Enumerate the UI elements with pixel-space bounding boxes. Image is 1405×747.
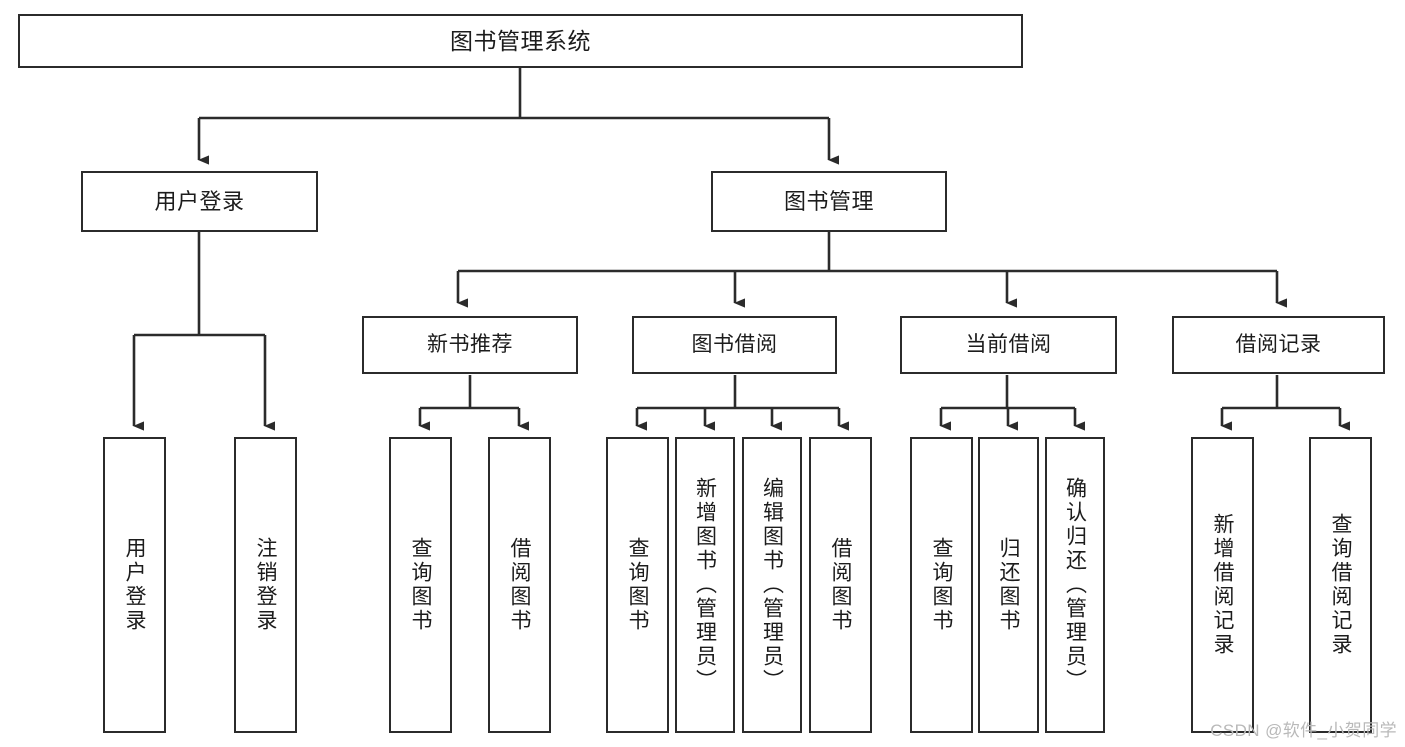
node-label: 用户登录 bbox=[123, 537, 146, 633]
leaf-query-book-recommend[interactable]: 查询图书 bbox=[389, 437, 452, 733]
node-label: 查询图书 bbox=[626, 537, 649, 633]
node-label: 查询图书 bbox=[409, 537, 432, 633]
node-user-login[interactable]: 用户登录 bbox=[81, 171, 318, 232]
node-label: 当前借阅 bbox=[965, 332, 1052, 356]
node-label: 新增借阅记录 bbox=[1211, 513, 1234, 657]
leaf-user-login[interactable]: 用户登录 bbox=[103, 437, 166, 733]
node-book-management[interactable]: 图书管理 bbox=[711, 171, 947, 232]
node-current-borrow[interactable]: 当前借阅 bbox=[900, 316, 1117, 374]
node-label: 编辑图书（管理员） bbox=[760, 477, 784, 693]
leaf-query-book-borrow[interactable]: 查询图书 bbox=[606, 437, 669, 733]
node-label: 借阅图书 bbox=[829, 537, 852, 633]
leaf-borrow-book-recommend[interactable]: 借阅图书 bbox=[488, 437, 551, 733]
leaf-return-book[interactable]: 归还图书 bbox=[978, 437, 1039, 733]
node-label: 确认归还（管理员） bbox=[1063, 477, 1087, 693]
node-book-management-system[interactable]: 图书管理系统 bbox=[18, 14, 1023, 68]
node-label: 图书借阅 bbox=[691, 332, 778, 356]
node-label: 查询图书 bbox=[930, 537, 953, 633]
node-label: 借阅图书 bbox=[508, 537, 531, 633]
node-label: 注销登录 bbox=[254, 537, 277, 633]
leaf-logout[interactable]: 注销登录 bbox=[234, 437, 297, 733]
leaf-add-borrow-record[interactable]: 新增借阅记录 bbox=[1191, 437, 1254, 733]
node-label: 用户登录 bbox=[154, 188, 245, 214]
node-label: 归还图书 bbox=[997, 537, 1020, 633]
leaf-confirm-return-admin[interactable]: 确认归还（管理员） bbox=[1045, 437, 1105, 733]
node-label: 图书管理 bbox=[783, 188, 874, 214]
node-new-book-recommend[interactable]: 新书推荐 bbox=[362, 316, 578, 374]
node-borrow-record[interactable]: 借阅记录 bbox=[1172, 316, 1385, 374]
leaf-query-borrow-record[interactable]: 查询借阅记录 bbox=[1309, 437, 1372, 733]
node-label: 查询借阅记录 bbox=[1329, 513, 1352, 657]
leaf-edit-book-admin[interactable]: 编辑图书（管理员） bbox=[742, 437, 802, 733]
node-label: 借阅记录 bbox=[1235, 332, 1322, 356]
node-label: 图书管理系统 bbox=[450, 27, 591, 54]
node-label: 新书推荐 bbox=[427, 332, 513, 356]
node-book-borrow[interactable]: 图书借阅 bbox=[632, 316, 837, 374]
node-label: 新增图书（管理员） bbox=[693, 477, 717, 693]
leaf-query-book-current[interactable]: 查询图书 bbox=[910, 437, 973, 733]
leaf-borrow-book[interactable]: 借阅图书 bbox=[809, 437, 872, 733]
watermark-text: CSDN @软件_小贺同学 bbox=[1210, 721, 1397, 740]
leaf-add-book-admin[interactable]: 新增图书（管理员） bbox=[675, 437, 735, 733]
